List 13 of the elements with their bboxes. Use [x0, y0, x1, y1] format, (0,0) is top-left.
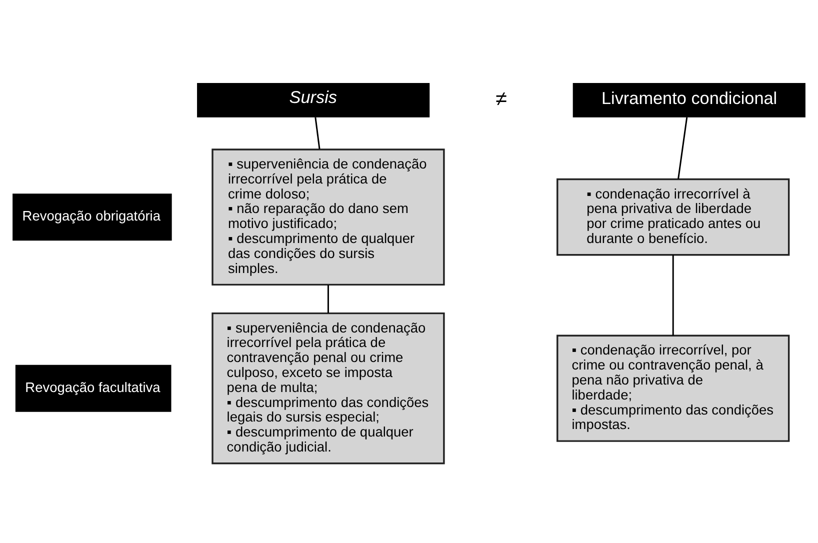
node-box: Revogação facultativa — [15, 364, 172, 412]
node-box: Sursis — [197, 83, 430, 118]
connector — [327, 285, 329, 314]
node-box: Livramento condicional — [572, 83, 806, 118]
connector — [678, 117, 688, 179]
node-box: ▪ condenação irrecorrível à pena privativa de liberdade por crime praticado antes ou durante o benefício. — [556, 178, 790, 256]
node-box: ▪ superveniência de condenação irrecorrível pela prática de crime doloso; ▪ não reparação do dano sem motivo justificado; ▪ descumprimento de qualquer das condições do sursis simples. — [212, 148, 445, 286]
node-box: ▪ condenação irrecorrível, por crime ou contravenção penal, à pena não privativa de liberdade; ▪ descumprimento das condições impostas. — [556, 334, 790, 442]
node-box: ▪ superveniência de condenação irrecorrível pela prática de contravenção penal ou crime culposo, exceto se imposta pena de multa; ▪ descumprimento das condições legais do sursis especial; ▪ descumprimento de qualquer condição judicial. — [212, 312, 445, 464]
connector — [314, 117, 320, 150]
label: ≠ — [496, 87, 507, 110]
connector — [672, 254, 674, 336]
node-box: Revogação obrigatória — [12, 194, 172, 241]
